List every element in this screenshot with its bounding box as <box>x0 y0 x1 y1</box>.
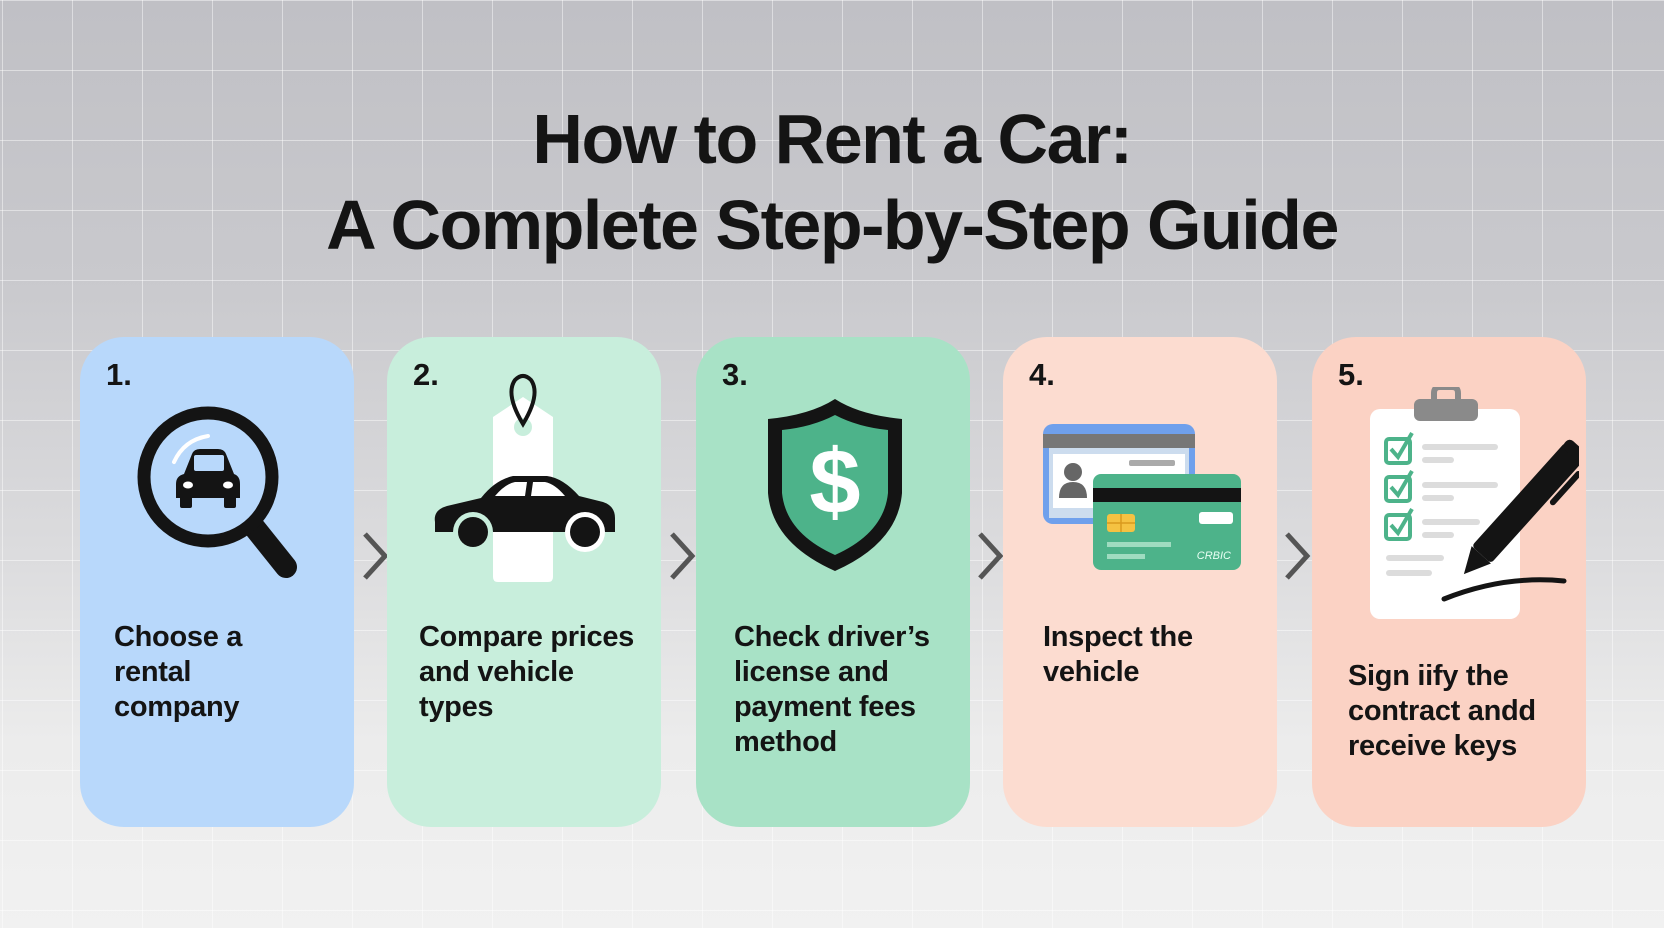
step-label: Sign iify the contract andd receive keys <box>1348 660 1536 762</box>
step-card-3: 3. $ Check driver’s license and payment … <box>696 337 970 827</box>
price-tag-car-icon <box>434 374 615 582</box>
svg-text:CRBIC: CRBIC <box>1197 550 1231 562</box>
step-number: 3. <box>722 357 748 392</box>
step-number: 1. <box>106 357 132 392</box>
step-number: 5. <box>1338 357 1364 392</box>
step-card-4: 4. CRBIC Inspect the vehicle <box>1003 337 1277 827</box>
page-title: How to Rent a Car: A Complete Step-by-St… <box>0 96 1664 268</box>
chevron-right-icon <box>1285 532 1311 580</box>
step-number: 2. <box>413 357 439 392</box>
chevron-right-icon <box>363 532 389 580</box>
shield-dollar-icon: $ <box>768 399 902 571</box>
step-number: 4. <box>1029 357 1055 392</box>
step-label: Choose a rental company <box>114 621 243 723</box>
step-card-5: 5. Sign iify the <box>1312 337 1586 827</box>
step-label: Inspect the vehicle <box>1043 621 1193 688</box>
title-line-2: A Complete Step-by-Step Guide <box>326 186 1339 264</box>
chevron-right-icon <box>670 532 696 580</box>
svg-text:$: $ <box>809 431 860 533</box>
id-and-credit-card-icon: CRBIC <box>1043 424 1241 570</box>
chevron-right-icon <box>978 532 1004 580</box>
step-label: Check driver’s license and payment fees … <box>734 621 930 758</box>
step-card-2: 2. Compare prices and vehicle types <box>387 337 661 827</box>
title-line-1: How to Rent a Car: <box>532 100 1133 178</box>
step-card-1: 1. Choose a rental company <box>80 337 354 827</box>
clipboard-pen-icon <box>1370 387 1579 619</box>
magnifier-car-icon <box>137 406 297 578</box>
step-label: Compare prices and vehicle types <box>419 621 634 723</box>
